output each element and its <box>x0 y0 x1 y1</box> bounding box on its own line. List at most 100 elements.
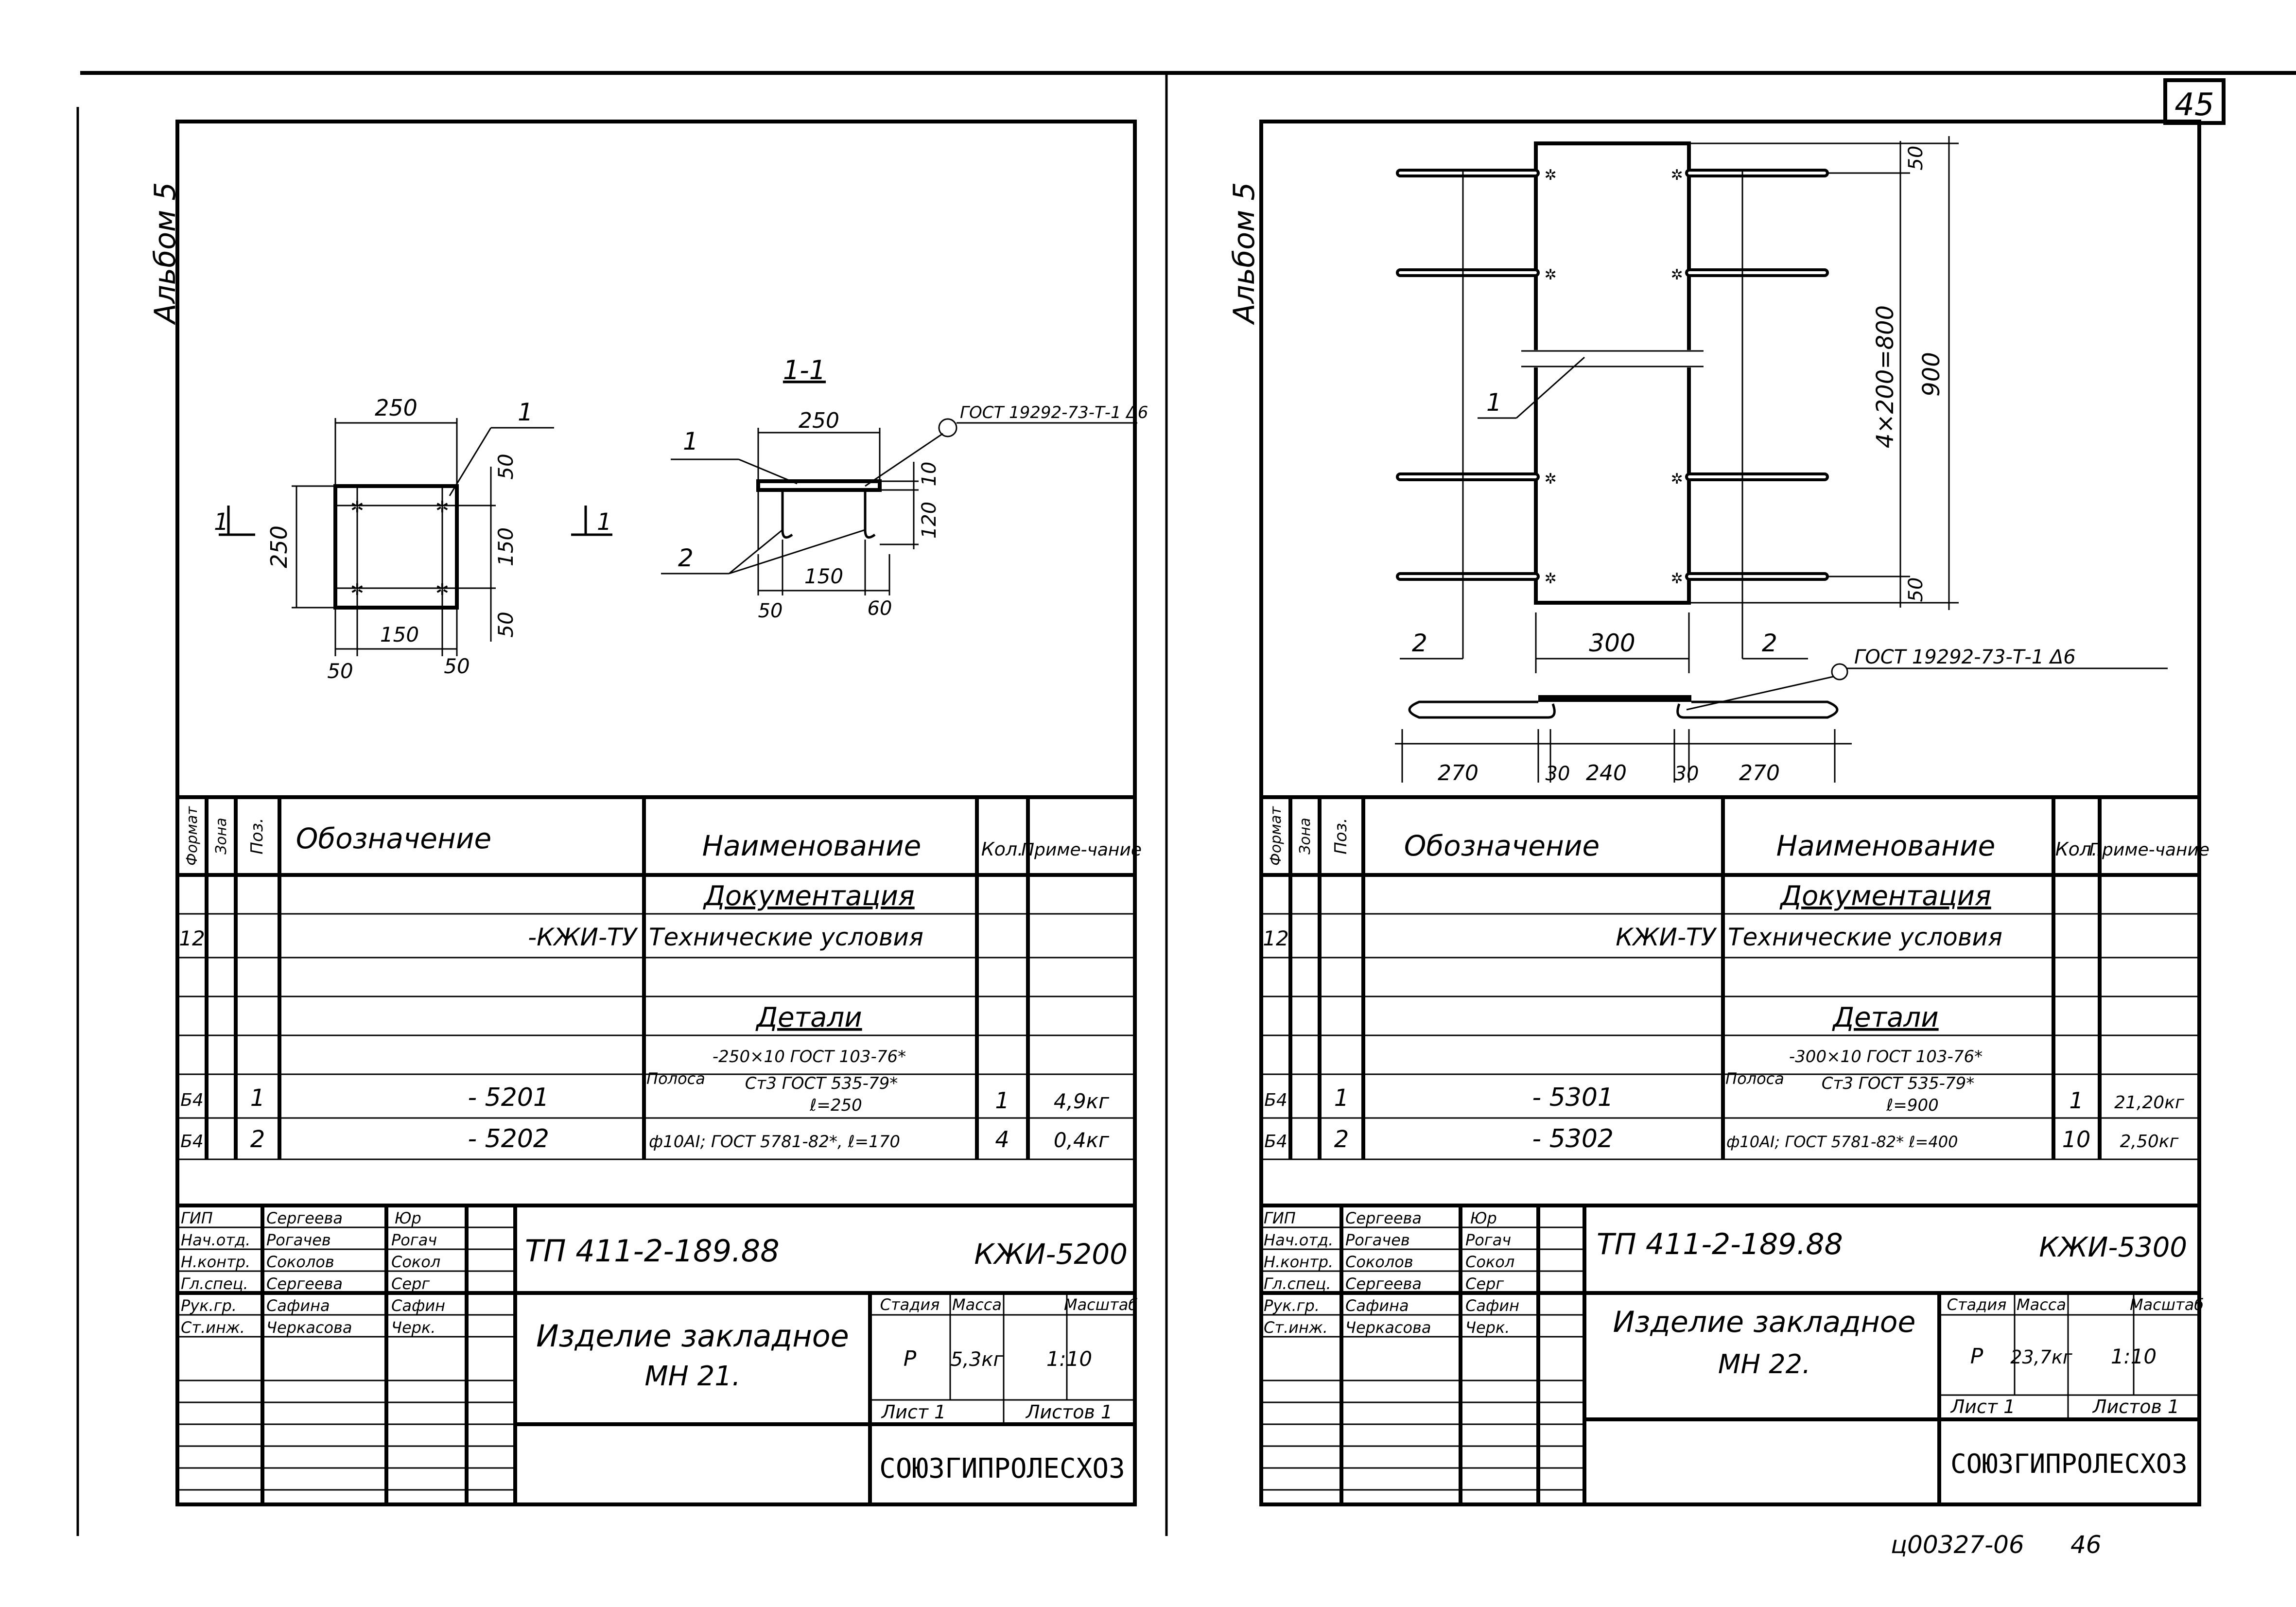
tb1-name-4: Сергеева <box>266 1275 343 1293</box>
tb2-scale: 1:10 <box>2111 1345 2157 1368</box>
tb2-name-3: Соколов <box>1345 1253 1413 1271</box>
sec-dim-inner: 150 <box>804 564 843 588</box>
spec1-row2-pos: 2 <box>250 1126 265 1153</box>
svg-text:✲: ✲ <box>1671 262 1683 284</box>
sec-dim-thk: 10 <box>918 462 940 487</box>
spec1-row2-note: 0,4кг <box>1054 1128 1110 1152</box>
section-title: 1-1 <box>783 355 826 385</box>
sheet-2: Альбом 5 ✲✲ ✲✲ ✲✲ ✲✲ <box>1227 120 2209 1506</box>
spec2-head-zone: Зона <box>1297 818 1314 855</box>
svg-text:✲: ✲ <box>436 493 449 518</box>
tb1-title-2: МН 21. <box>644 1361 740 1392</box>
s2-dim-bottom: 50 <box>1905 577 1927 602</box>
s2-dim-plate-width: 300 <box>1589 629 1635 657</box>
sheet1-section-view: 1-1 250 150 50 60 10 120 1 2 <box>661 355 1148 622</box>
tb1-sheet: Лист 1 <box>881 1401 946 1423</box>
sheet2-title-block: ГИП Сергеева Юр Нач.отд. Рогачев Рогач Н… <box>1261 1204 2204 1504</box>
svg-text:✲: ✲ <box>1545 162 1556 185</box>
s2-dim-pitch: 4×200=800 <box>1872 305 1899 448</box>
tb1-name-5: Сафина <box>266 1296 330 1315</box>
tb2-code: КЖИ-5300 <box>2039 1232 2187 1263</box>
tb2-role-3: Н.контр. <box>1264 1253 1333 1271</box>
spec2-tu-name: Технические условия <box>1728 923 2002 951</box>
tb2-sign-1: Юр <box>1470 1209 1497 1227</box>
tb2-role-2: Нач.отд. <box>1264 1231 1333 1249</box>
tb1-name-3: Соколов <box>266 1253 334 1271</box>
tb2-sign-2: Рогач <box>1465 1231 1511 1249</box>
tb1-sign-1: Юр <box>395 1209 421 1227</box>
spec2-tu-designation: КЖИ-ТУ <box>1616 923 1717 951</box>
sheet1-spec-table: Формат Зона Поз. Обозначение Наименовани… <box>177 795 1142 1160</box>
sheet1-plate <box>333 484 459 610</box>
tb1-stage-label: Стадия <box>880 1295 940 1314</box>
sheet2-plate <box>1534 141 1691 605</box>
spec1-row1-pos: 1 <box>250 1084 265 1112</box>
tb2-sign-6: Черк. <box>1465 1318 1510 1337</box>
dim-side-height: 250 <box>266 525 292 568</box>
spec2-row2-designation: - 5302 <box>1532 1124 1614 1153</box>
s2-bot-d: 30 <box>1674 763 1699 785</box>
sec-leader-anchor: 2 <box>678 544 694 572</box>
tb1-name-2: Рогачев <box>266 1231 331 1249</box>
tb1-sign-2: Рогач <box>391 1231 437 1249</box>
dim-inner-width: 150 <box>380 623 419 646</box>
spec2-docs-heading: Документация <box>1779 880 1991 912</box>
tb1-role-1: ГИП <box>181 1209 213 1227</box>
svg-text:✲: ✲ <box>1671 566 1683 588</box>
spec1-row2-format: Б4 <box>180 1132 204 1152</box>
tb1-mass-label: Масса <box>952 1295 1002 1314</box>
spec2-parts-heading: Детали <box>1831 1002 1938 1033</box>
sheet2-frame <box>1259 120 2201 1506</box>
sec-dim-h: 120 <box>918 502 940 539</box>
tb1-sign-6: Черк. <box>391 1318 435 1337</box>
section-mark-right: 1 <box>597 508 612 536</box>
tb1-project: ТП 411-2-189.88 <box>525 1233 780 1269</box>
spec1-tu-format: 12 <box>179 926 205 950</box>
s2-bot-a: 270 <box>1438 761 1478 786</box>
svg-text:✲: ✲ <box>351 493 364 518</box>
spec2-head-designation: Обозначение <box>1404 829 1600 862</box>
tb1-sign-5: Сафин <box>391 1296 445 1315</box>
sheet1-album-label: Альбом 5 <box>148 182 182 326</box>
spec1-head-designation: Обозначение <box>296 822 491 855</box>
s2-bar-left-label: 2 <box>1412 629 1427 657</box>
s2-bot-e: 270 <box>1739 761 1780 786</box>
tb2-sheet: Лист 1 <box>1950 1396 2016 1417</box>
svg-text:✲: ✲ <box>1545 262 1556 284</box>
sec-dim-width: 250 <box>799 408 839 433</box>
tb1-sign-4: Серг <box>391 1275 430 1293</box>
spec2-row2-name: ф10АI; ГОСТ 5781-82* ℓ=400 <box>1726 1133 1958 1151</box>
tb2-project: ТП 411-2-189.88 <box>1597 1227 1843 1261</box>
spec1-row1-format: Б4 <box>180 1090 204 1110</box>
spec2-tu-format: 12 <box>1263 926 1288 950</box>
tb1-name-1: Сергеева <box>266 1209 343 1227</box>
s2-bot-c: 240 <box>1586 761 1627 786</box>
spec1-row1-line3: ℓ=250 <box>809 1096 862 1115</box>
tb1-sheets: Листов 1 <box>1025 1401 1113 1423</box>
tb1-sign-3: Сокол <box>391 1253 440 1271</box>
tb2-sheets: Листов 1 <box>2092 1396 2179 1417</box>
spec2-row1-pos: 1 <box>1334 1084 1349 1112</box>
spec1-row1-designation: - 5201 <box>468 1083 549 1112</box>
tb2-org: СОЮЗГИПРОЛЕСХОЗ <box>1950 1449 2188 1479</box>
svg-text:✲: ✲ <box>1545 466 1556 489</box>
spec1-tu-designation: -КЖИ-ТУ <box>528 923 638 951</box>
spec2-row1-note: 21,20кг <box>2114 1093 2185 1113</box>
footer-page: 46 <box>2070 1531 2102 1559</box>
tb2-stage: Р <box>1970 1344 1983 1369</box>
spec2-row1-prefix: Полоса <box>1725 1069 1784 1088</box>
spec2-row2-format: Б4 <box>1264 1132 1287 1152</box>
spec2-head-qty: Кол. <box>2055 838 2098 860</box>
spec2-row1-line3: ℓ=900 <box>1886 1096 1938 1115</box>
spec2-row2-note: 2,50кг <box>2120 1132 2179 1152</box>
spec2-row1-designation: - 5301 <box>1532 1083 1614 1112</box>
sheet2-weld-note: ГОСТ 19292-73-Т-1 Δ6 <box>1854 646 2076 668</box>
spec1-row1-prefix: Полоса <box>646 1069 705 1088</box>
spec1-row2-designation: - 5202 <box>468 1124 549 1153</box>
tb2-sign-3: Сокол <box>1465 1253 1514 1271</box>
tb2-mass-label: Масса <box>2017 1295 2066 1314</box>
s2-dim-top: 50 <box>1905 146 1927 171</box>
tb1-mass: 5,3кг <box>951 1348 1004 1371</box>
tb2-scale-label: Масштаб <box>2130 1295 2204 1314</box>
